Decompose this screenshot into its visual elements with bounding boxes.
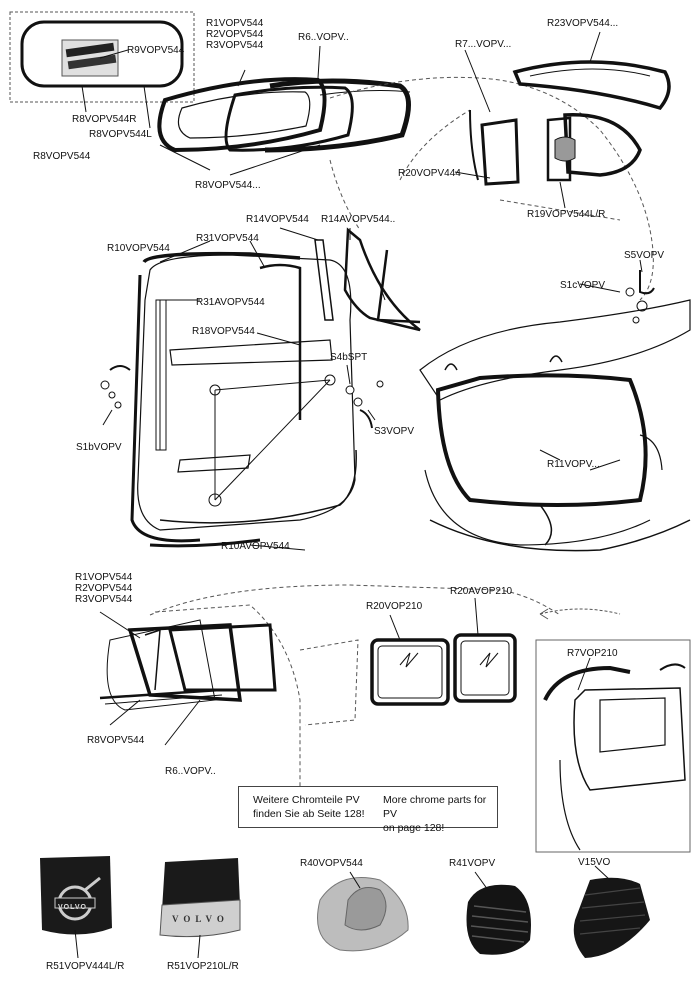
part-label: R31AVOPV544 xyxy=(196,297,265,308)
part-label: R2VOPV544 xyxy=(206,29,264,40)
rear-window-seal-icon xyxy=(512,31,671,111)
mudflap-brand: VOLVO xyxy=(58,904,87,911)
part-label: R40VOPV544 xyxy=(300,858,363,869)
pedal-pad-icon xyxy=(466,871,531,955)
part-label: S4bSPT xyxy=(330,352,368,363)
part-label-stack: R1VOPV544 R2VOPV544 R3VOPV544 xyxy=(75,572,132,605)
part-label: R8VOPV544 xyxy=(33,151,91,162)
door-frame-inset xyxy=(535,639,691,853)
windshield-seal-icon xyxy=(157,45,411,176)
part-label: R20VOP210 xyxy=(366,601,423,612)
part-label: R6..VOPV.. xyxy=(298,32,349,43)
note-line: on page 128! xyxy=(383,822,445,834)
part-label-stack: R1VOPV544 R2VOPV544 R3VOPV544 xyxy=(206,18,263,51)
part-label: R20VOPV444 xyxy=(398,168,461,179)
part-label: S5VOPV xyxy=(624,250,665,261)
part-label: R8VOPV544 xyxy=(87,735,145,746)
part-label: R14AVOPV544.. xyxy=(321,214,396,225)
part-label: S1bVOPV xyxy=(76,442,122,453)
pedal-pad-icon xyxy=(573,865,650,958)
part-label: R51VOPV444L/R xyxy=(46,961,125,972)
door-seal-icon xyxy=(130,227,421,548)
part-label: R9VOPV544 xyxy=(127,45,185,56)
car-roof-outline xyxy=(329,76,654,301)
part-label: R10VOPV544 xyxy=(107,243,170,254)
leader-lines xyxy=(102,259,643,551)
part-label: R11VOPV... xyxy=(547,459,600,470)
rear-window-inset xyxy=(9,11,195,129)
chrome-parts-note: Weitere Chromteile PV finden Sie ab Seit… xyxy=(238,786,498,834)
part-label: R1VOPV544 xyxy=(75,572,133,583)
part-label: R7VOP210 xyxy=(567,648,618,659)
quarter-window-seal-icon xyxy=(454,49,642,209)
part-label: R10AVOPV544 xyxy=(221,541,290,552)
note-english: More chrome parts for PV on page 128! xyxy=(383,793,497,835)
part-label: S3VOPV xyxy=(374,426,415,437)
part-label: R8VOPV544L xyxy=(89,129,152,140)
note-german: Weitere Chromteile PV finden Sie ab Seit… xyxy=(253,793,365,821)
part-label: R23VOPV544... xyxy=(547,18,619,29)
part-label: R18VOPV544 xyxy=(192,326,255,337)
part-label: R19VOPV544L/R xyxy=(527,209,606,220)
part-label: V15VO xyxy=(578,857,611,868)
mud-flap-icon xyxy=(159,858,241,959)
part-label: R3VOPV544 xyxy=(75,594,133,605)
note-line: finden Sie ab Seite 128! xyxy=(253,808,365,820)
part-label: R6..VOPV.. xyxy=(165,766,216,777)
part-label: R8VOPV544R xyxy=(72,114,137,125)
part-label: R8VOPV544... xyxy=(195,180,261,191)
hardware-parts xyxy=(100,270,655,429)
pv210-diagram xyxy=(99,584,621,790)
part-label: R7...VOPV... xyxy=(455,39,512,50)
part-label: R14VOPV544 xyxy=(246,214,309,225)
mudflap-brand: VOLVO xyxy=(172,914,229,924)
part-label: R1VOPV544 xyxy=(206,18,264,29)
part-label: R3VOPV544 xyxy=(206,40,264,51)
trunk-seal-icon xyxy=(419,299,691,552)
mud-flap-icon xyxy=(40,856,112,959)
pedal-pad-icon xyxy=(317,871,409,952)
part-label: R51VOP210L/R xyxy=(167,961,239,972)
part-label: R31VOPV544 xyxy=(196,233,259,244)
note-line: Weitere Chromteile PV xyxy=(253,794,360,806)
part-label: R2VOPV544 xyxy=(75,583,133,594)
part-label: S1cVOPV xyxy=(560,280,606,291)
note-line: More chrome parts for PV xyxy=(383,794,487,820)
part-label: R20AVOP210 xyxy=(450,586,513,597)
part-label: R41VOPV xyxy=(449,858,496,869)
